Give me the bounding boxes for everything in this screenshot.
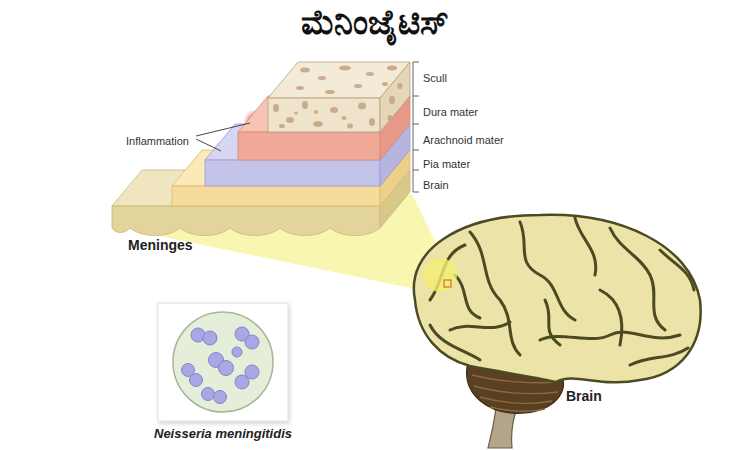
- organ-label-box: Brain: [566, 387, 602, 405]
- layer-label: Brain: [423, 179, 449, 191]
- brain-illustration: [414, 215, 701, 448]
- caption-label: Neisseria meningitidis: [154, 426, 292, 441]
- title-text: ಮೆನಿಂಜೈಟಿಸ್: [301, 2, 449, 42]
- layer-label-box: Brain: [423, 175, 449, 193]
- leader-line: [196, 123, 250, 151]
- arachnoid-layer: [205, 124, 410, 186]
- skull-layer: [268, 62, 410, 132]
- caption-label-box: Neisseria meningitidis: [113, 424, 333, 442]
- layer-label-box: Dura mater: [423, 102, 478, 120]
- bacteria-inset: [158, 303, 288, 421]
- section-label-box: Meninges: [128, 236, 193, 254]
- title-text-box: ಮೆನಿಂಜೈಟಿಸ್: [0, 2, 750, 43]
- section-label: Meninges: [128, 237, 193, 253]
- callout-label: Inflammation: [126, 135, 189, 147]
- organ-label: Brain: [566, 388, 602, 404]
- layer-bracket: [413, 62, 419, 192]
- layer-label-box: Arachnoid mater: [423, 130, 504, 148]
- skull-pores: [273, 66, 403, 129]
- layer-label-box: Pia mater: [423, 154, 470, 172]
- layer-label: Dura mater: [423, 106, 478, 118]
- callout-label-box: Inflammation: [126, 131, 189, 149]
- layer-label: Scull: [423, 72, 447, 84]
- layer-label: Pia mater: [423, 158, 470, 170]
- layer-label: Arachnoid mater: [423, 134, 504, 146]
- layer-label-box: Scull: [423, 68, 447, 86]
